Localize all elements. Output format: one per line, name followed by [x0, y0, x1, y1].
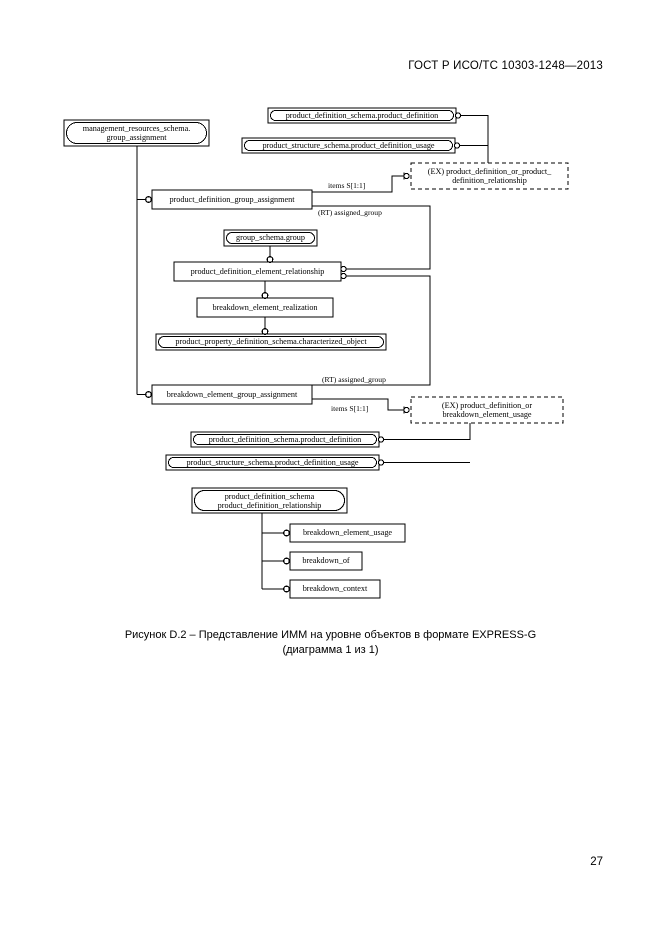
node-box-n8: [196, 297, 334, 318]
edge-label-rt-assigned-group-upper: (RT) assigned_group: [318, 208, 382, 217]
edge-circle-n16-left: [283, 557, 290, 565]
figure-caption-line-1: Рисунок D.2 – Представление ИММ на уровн…: [124, 629, 537, 641]
edge-circle-n7-right-lower: [340, 272, 347, 280]
edge-circle-n3-right: [453, 142, 461, 149]
node-rounded-n14: [194, 490, 345, 511]
edge-circle-n5-left: [145, 196, 152, 203]
node-box-n9: [155, 333, 387, 351]
edge-label-rt-assigned-group-lower: (RT) assigned_group: [322, 375, 386, 384]
node-box-n4: [410, 162, 569, 190]
figure-caption: Рисунок D.2 – Представление ИММ на уровн…: [0, 628, 661, 658]
edge-label-items-upper: items S[1:1]: [328, 181, 366, 190]
edge-circle-n12-right: [377, 436, 385, 443]
express-g-diagram: management_resources_schema. group_assig…: [63, 107, 569, 599]
edge-circle-n7-top: [266, 256, 274, 263]
node-rounded-n2: [270, 110, 454, 121]
edge-n10-items-to-ex2: [312, 398, 404, 411]
edge-circle-n7-right-upper: [340, 265, 347, 273]
node-rounded-n12: [193, 434, 377, 445]
edge-label-items-lower: items S[1:1]: [331, 404, 369, 413]
node-box-n5: [151, 189, 313, 210]
document-header: ГОСТ Р ИСО/ТС 10303-1248—2013: [408, 60, 603, 72]
edge-circle-ex2: [403, 406, 410, 414]
edge-rt-assigned-group-upper: [312, 205, 431, 270]
node-box-n1: [63, 119, 210, 147]
edge-n2-to-ex: [458, 115, 489, 163]
edge-circle-n15-left: [283, 529, 290, 537]
figure-caption-line-2: (диаграмма 1 из 1): [282, 644, 379, 656]
node-rounded-n13: [168, 457, 377, 468]
node-box-n16: [289, 551, 363, 571]
edge-circle-n9-top: [261, 328, 269, 335]
page-number: 27: [590, 856, 603, 868]
diagram-canvas: [63, 107, 569, 599]
node-rounded-n3: [244, 140, 453, 151]
node-box-n17: [289, 579, 381, 599]
edge-n5-items-to-ex: [312, 175, 404, 193]
edge-circle-n2-right: [454, 112, 462, 119]
node-box-n14: [191, 487, 348, 514]
edge-circle-n13-right: [377, 459, 385, 466]
node-box-n10: [151, 384, 313, 405]
node-rounded-n6: [226, 232, 315, 244]
node-box-n11: [410, 396, 564, 424]
node-rounded-n9: [158, 336, 384, 348]
edge-circle-n10-left: [145, 391, 152, 398]
edge-rt-assigned-group-lower: [312, 275, 431, 386]
node-box-n15: [289, 523, 406, 543]
edge-n12-to-ex2: [381, 423, 471, 440]
edge-circle-n8-top: [261, 292, 269, 299]
node-rounded-n1: [66, 122, 207, 144]
node-box-n7: [173, 261, 342, 282]
edge-circle-ex-top: [403, 172, 410, 180]
edge-circle-n17-left: [283, 585, 290, 593]
